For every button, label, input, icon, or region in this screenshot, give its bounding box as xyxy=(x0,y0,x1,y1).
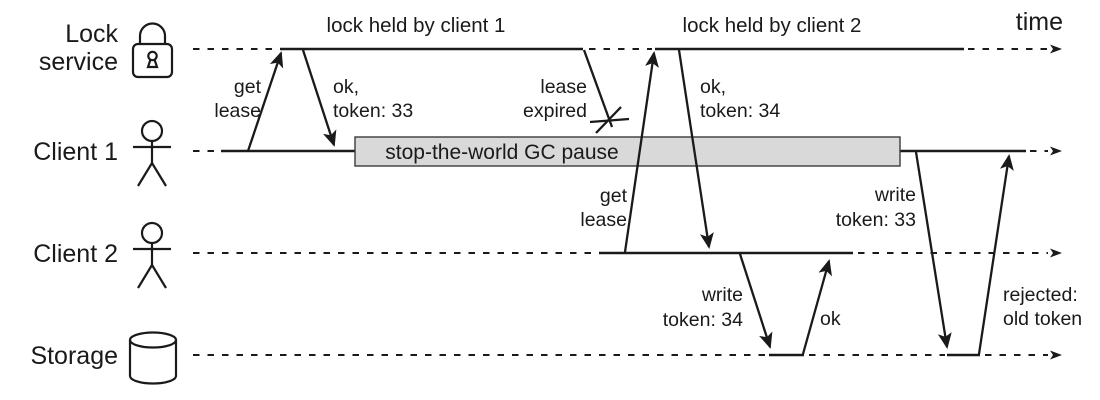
lane-label-client-1: Client 1 xyxy=(33,138,118,166)
arrow-ok-token-33 xyxy=(301,49,337,147)
arrow-ok-storage-ack xyxy=(801,259,832,355)
storage-timeline xyxy=(193,350,1062,360)
label-write-token-34-line1: write xyxy=(701,284,743,306)
person-icon-client-2 xyxy=(133,221,171,289)
arrow-write-token-34 xyxy=(738,253,773,349)
lane-labels: Lock service Client 1 Client 2 Storage xyxy=(30,20,118,370)
arrow-ok-token-34 xyxy=(677,49,714,249)
label-get-lease-client2-line2: lease xyxy=(580,209,627,231)
gc-pause: stop-the-world GC pause xyxy=(354,136,901,167)
label-write-token-34-line2: token: 34 xyxy=(663,309,743,331)
label-ok-token-34-line1: ok, xyxy=(700,76,726,98)
lease-expired-cross-icon xyxy=(589,106,630,134)
label-write-token-33-line1: write xyxy=(874,184,916,206)
label-rejected-line1: rejected: xyxy=(1003,284,1078,306)
message-arrows: get lease ok, token: 33 lease expired ge… xyxy=(214,49,1082,355)
time-axis-label: time xyxy=(1016,8,1063,36)
lock-held-by-client-1-label: lock held by client 1 xyxy=(327,14,506,37)
padlock-icon xyxy=(131,22,174,79)
gc-pause-label: stop-the-world GC pause xyxy=(385,141,618,164)
person-icon-client-1 xyxy=(133,119,171,187)
client-2-timeline xyxy=(193,248,1062,258)
time-arrowhead-client-1 xyxy=(1050,146,1062,156)
time-arrowhead-storage xyxy=(1050,350,1062,360)
label-rejected-line2: old token xyxy=(1003,308,1082,330)
database-cylinder-icon xyxy=(128,331,178,385)
lane-label-lock-service-line2: service xyxy=(39,48,118,76)
arrow-get-lease-client2 xyxy=(623,51,659,253)
gc-pause-box xyxy=(354,136,901,167)
label-lease-expired-line2: expired xyxy=(523,100,587,122)
label-ok-storage-ack: ok xyxy=(820,308,841,330)
lock-service-timeline xyxy=(193,44,1062,54)
time-arrowhead-client-2 xyxy=(1050,248,1062,258)
time-arrowhead-lock-service xyxy=(1050,44,1062,54)
label-get-lease-client1-line1: get xyxy=(234,76,262,98)
arrow-rejected-old-token xyxy=(977,154,1014,355)
label-get-lease-client2-line1: get xyxy=(600,185,628,207)
lane-label-client-2: Client 2 xyxy=(33,240,118,268)
label-write-token-33-line2: token: 33 xyxy=(836,209,916,231)
lock-held-by-client-2-label: lock held by client 2 xyxy=(683,14,862,37)
client-1-timeline xyxy=(193,146,1062,156)
label-ok-token-33-line1: ok, xyxy=(333,76,359,98)
label-lease-expired-line1: lease xyxy=(540,76,587,98)
lane-label-storage: Storage xyxy=(30,342,118,370)
label-ok-token-33-line2: token: 33 xyxy=(333,100,413,122)
label-ok-token-34-line2: token: 34 xyxy=(700,100,780,122)
arrow-write-token-33 xyxy=(914,151,952,349)
arrow-get-lease-client1 xyxy=(246,51,284,152)
arrow-lease-expired xyxy=(582,49,614,128)
label-get-lease-client1-line2: lease xyxy=(214,100,261,122)
lane-label-lock-service-line1: Lock xyxy=(65,20,118,48)
